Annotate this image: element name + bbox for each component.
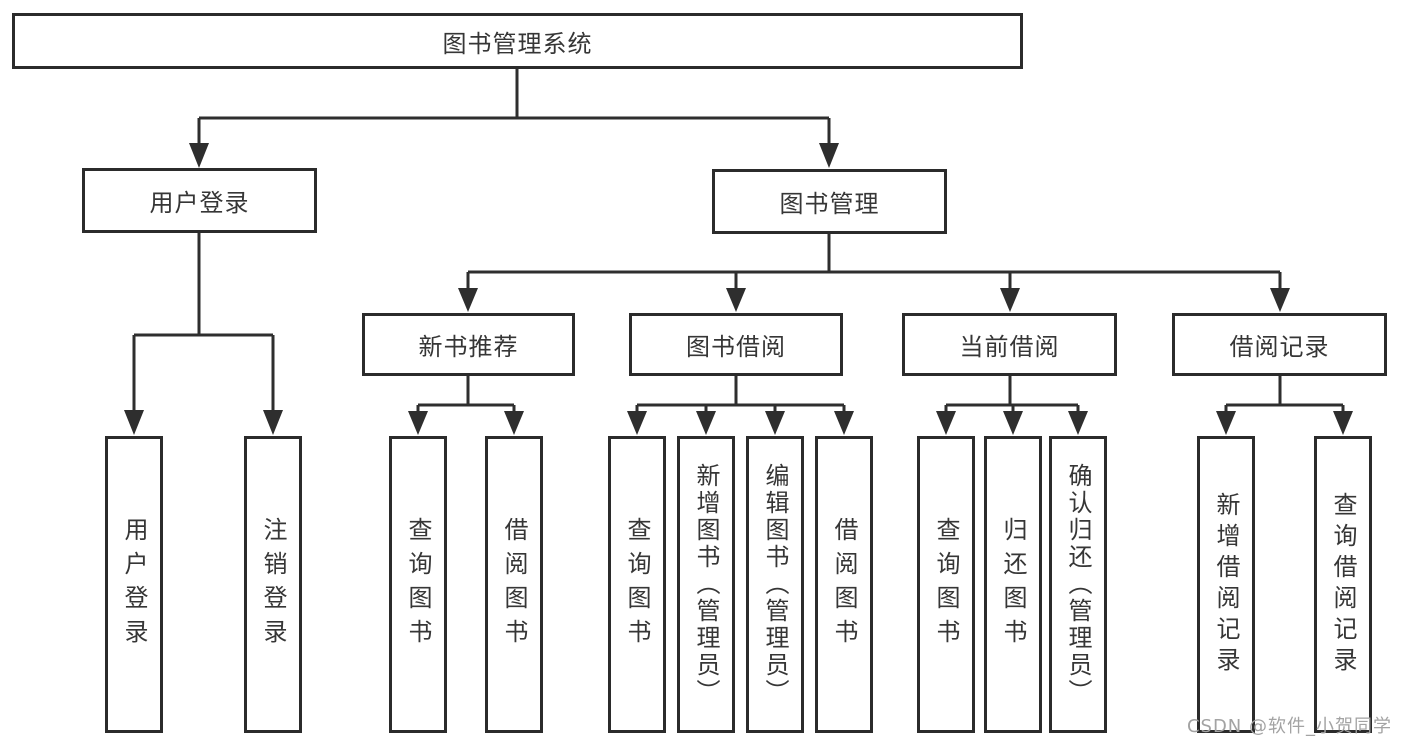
node-book-borrowing: 图书借阅 bbox=[629, 313, 843, 376]
leaf-query-borrow-record: 查询借阅记录 bbox=[1314, 436, 1372, 733]
leaf-edit-books-admin: 编辑图书（管理员） bbox=[746, 436, 804, 733]
node-book-management: 图书管理 bbox=[712, 169, 947, 234]
node-library-management-system: 图书管理系统 bbox=[12, 13, 1023, 69]
node-user-login: 用户登录 bbox=[82, 168, 317, 233]
leaf-add-borrow-record-label: 新增借阅记录 bbox=[1212, 491, 1240, 678]
leaf-query-books-current: 查询图书 bbox=[917, 436, 975, 733]
node-borrowing-records: 借阅记录 bbox=[1172, 313, 1387, 376]
leaf-query-borrow-record-label: 查询借阅记录 bbox=[1329, 491, 1357, 678]
leaf-borrow-books-borrowing-label: 借阅图书 bbox=[830, 516, 858, 653]
node-new-book-recommendation-label: 新书推荐 bbox=[418, 333, 519, 361]
node-book-borrowing-label: 图书借阅 bbox=[686, 333, 786, 361]
leaf-borrow-books-borrowing: 借阅图书 bbox=[815, 436, 873, 733]
node-user-login-label: 用户登录 bbox=[149, 189, 250, 217]
node-book-management-label: 图书管理 bbox=[779, 190, 880, 218]
leaf-edit-books-admin-label: 编辑图书（管理员） bbox=[761, 463, 789, 706]
node-new-book-recommendation: 新书推荐 bbox=[362, 313, 575, 376]
leaf-confirm-return-admin-label: 确认归还（管理员） bbox=[1064, 463, 1092, 706]
leaf-add-borrow-record: 新增借阅记录 bbox=[1197, 436, 1255, 733]
leaf-logout: 注销登录 bbox=[244, 436, 302, 733]
node-borrowing-records-label: 借阅记录 bbox=[1229, 333, 1330, 361]
leaf-logout-label: 注销登录 bbox=[259, 516, 287, 653]
leaf-user-login: 用户登录 bbox=[105, 436, 163, 733]
leaf-query-books-newbook: 查询图书 bbox=[389, 436, 447, 733]
leaf-confirm-return-admin: 确认归还（管理员） bbox=[1049, 436, 1107, 733]
leaf-query-books-borrowing-label: 查询图书 bbox=[623, 516, 651, 653]
leaf-borrow-books-newbook-label: 借阅图书 bbox=[500, 516, 528, 653]
leaf-return-books-label: 归还图书 bbox=[999, 516, 1027, 653]
leaf-query-books-newbook-label: 查询图书 bbox=[404, 516, 432, 653]
node-library-management-system-label: 图书管理系统 bbox=[442, 29, 593, 58]
watermark-text: CSDN @软件_小贺同学 bbox=[1186, 716, 1392, 737]
leaf-add-books-admin: 新增图书（管理员） bbox=[677, 436, 735, 733]
node-current-borrowing: 当前借阅 bbox=[902, 313, 1117, 376]
node-current-borrowing-label: 当前借阅 bbox=[959, 333, 1060, 361]
leaf-query-books-borrowing: 查询图书 bbox=[608, 436, 666, 733]
leaf-user-login-label: 用户登录 bbox=[120, 516, 148, 653]
leaf-add-books-admin-label: 新增图书（管理员） bbox=[692, 463, 720, 706]
leaf-borrow-books-newbook: 借阅图书 bbox=[485, 436, 543, 733]
leaf-query-books-current-label: 查询图书 bbox=[932, 516, 960, 653]
leaf-return-books: 归还图书 bbox=[984, 436, 1042, 733]
